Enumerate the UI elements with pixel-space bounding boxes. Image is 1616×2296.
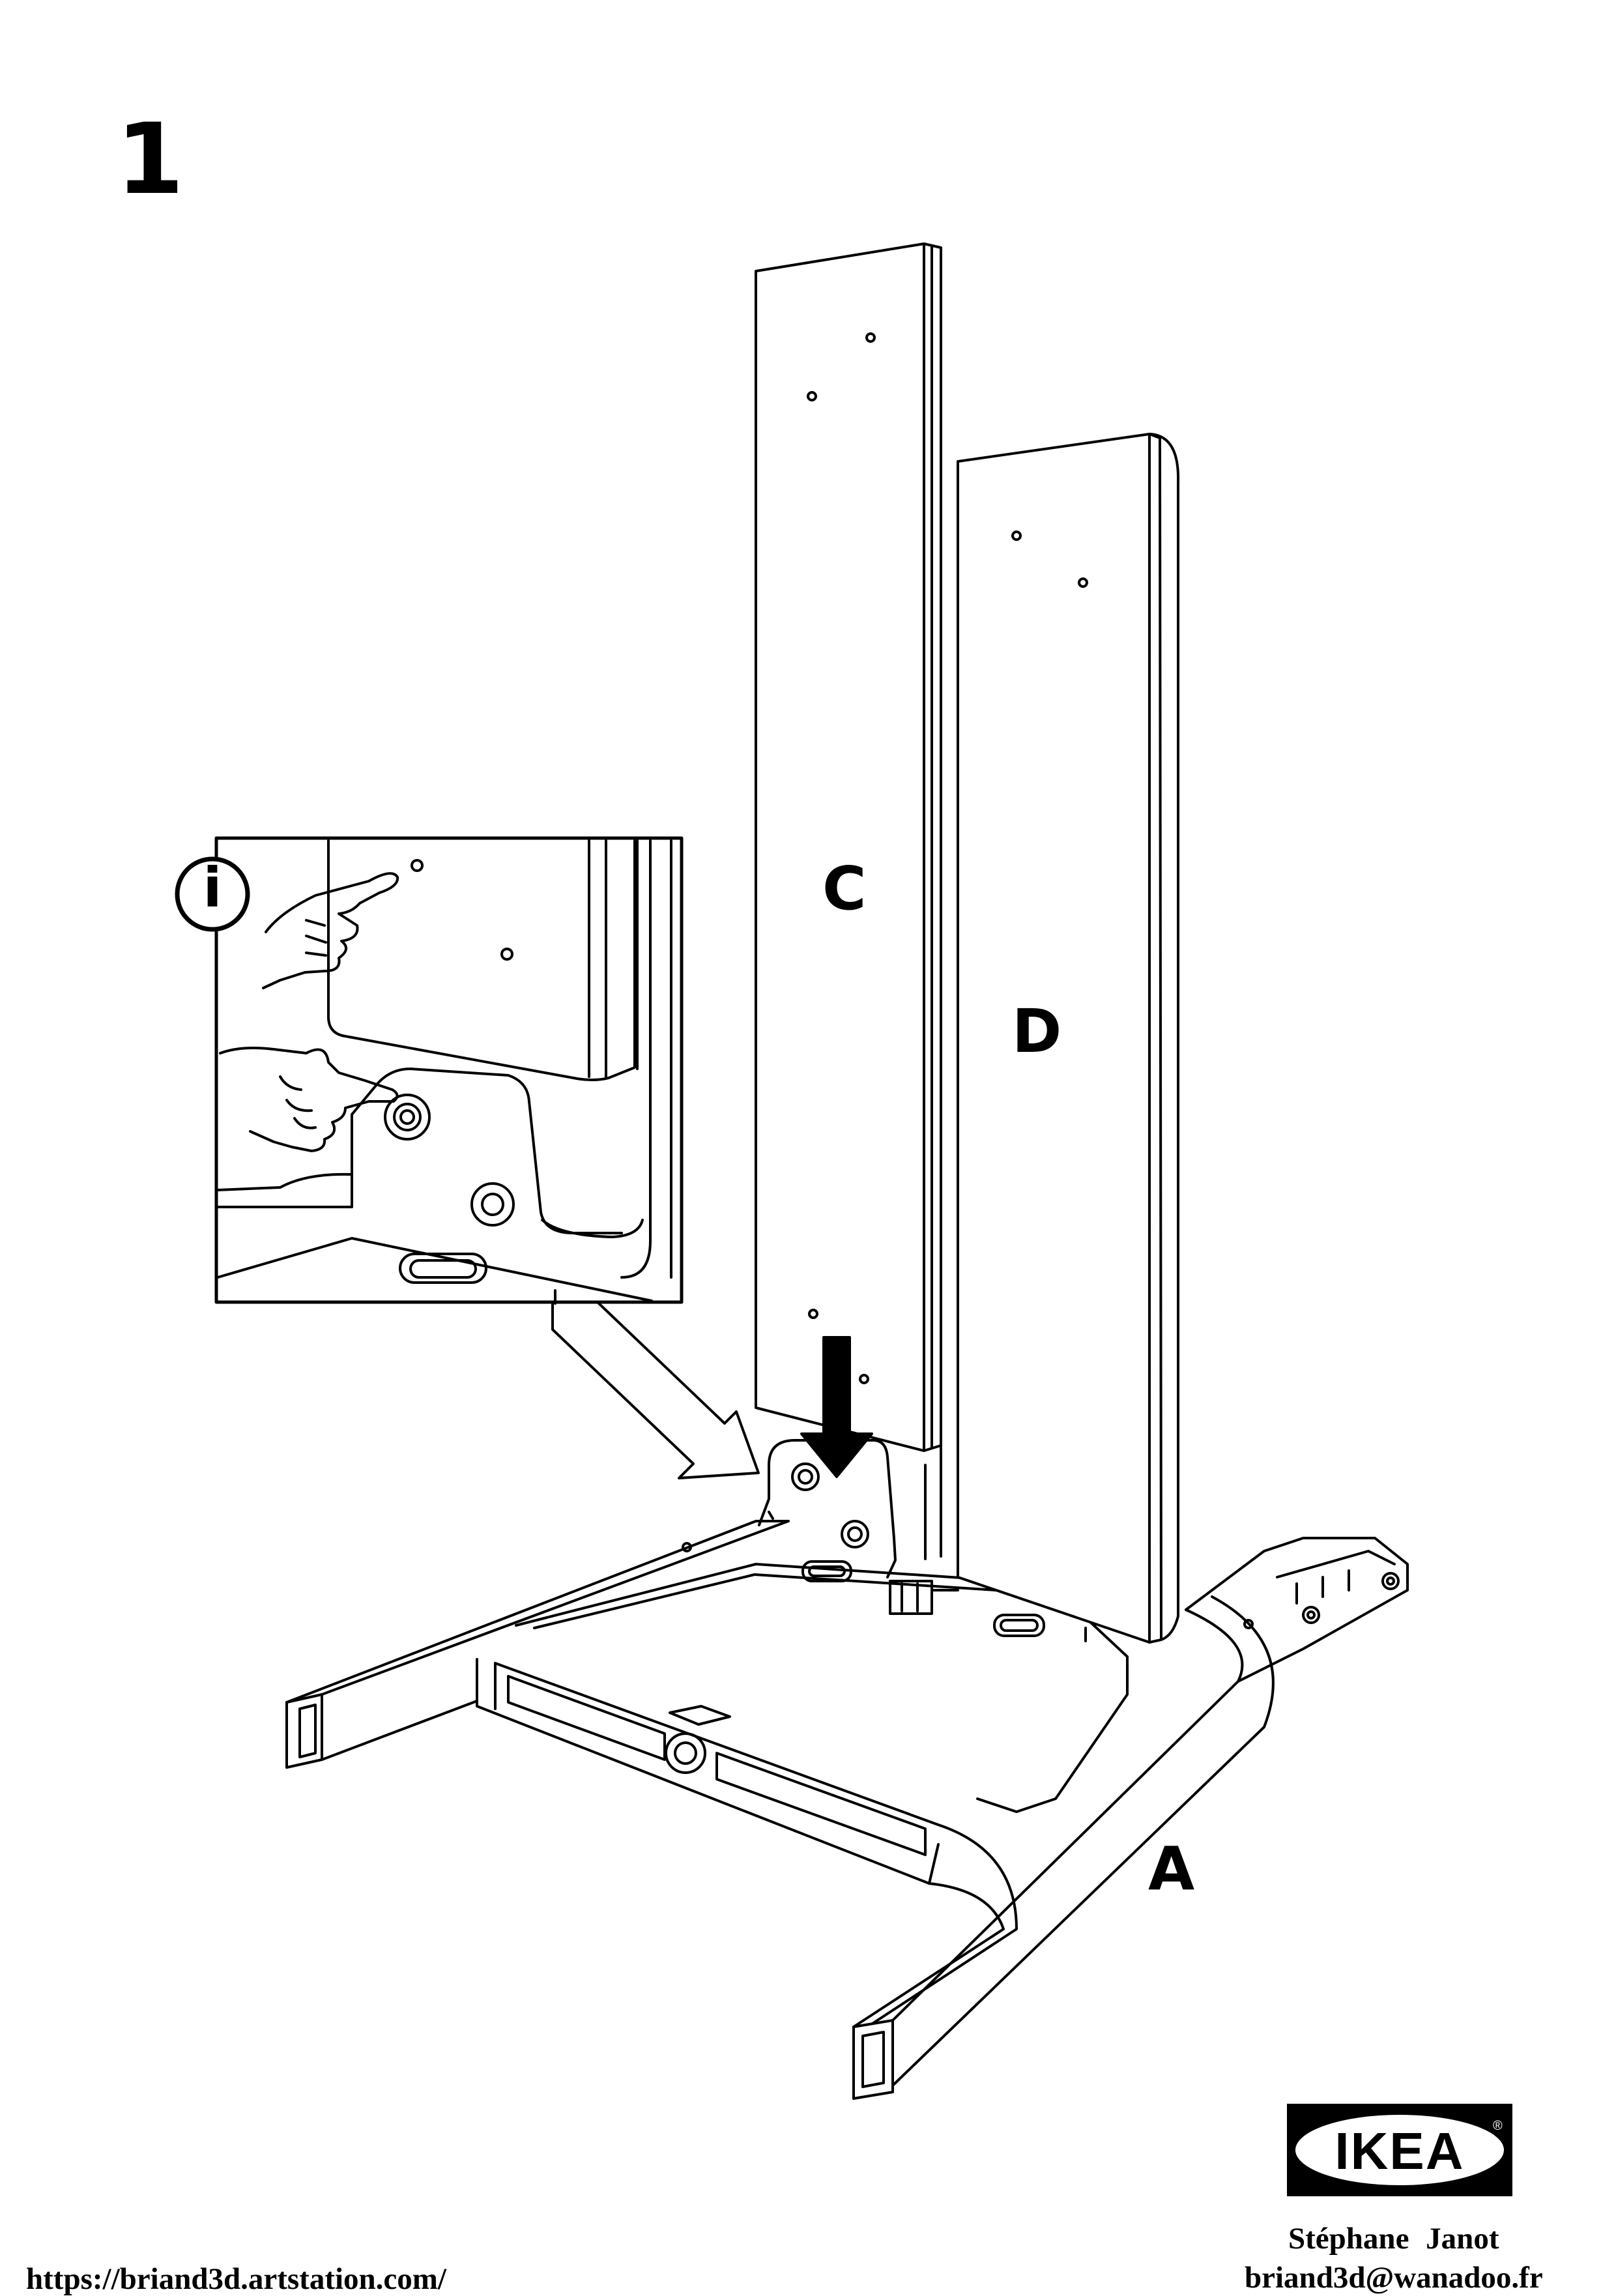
panel-c (755, 242, 942, 1560)
author-name: Stéphane Janot (1288, 2222, 1499, 2256)
part-label-a: A (1148, 1834, 1195, 1904)
info-icon-glyph: i (203, 856, 222, 920)
ikea-logo-text: IKEA (1335, 2122, 1464, 2180)
insert-direction-arrow (800, 1336, 873, 1478)
detail-inset (214, 836, 684, 1305)
author-email: briand3d@wanadoo.fr (1245, 2261, 1543, 2295)
detail-pointer-arrow (551, 1289, 760, 1479)
base-frame-a (285, 1439, 1409, 2100)
registered-mark: ® (1493, 2119, 1503, 2133)
step-number: 1 (116, 103, 184, 216)
part-label-d: D (1012, 996, 1062, 1066)
panel-d (957, 433, 1180, 1644)
website-url: https://briand3d.artstation.com/ (26, 2262, 446, 2296)
ikea-logo: IKEA ® (1287, 2104, 1512, 2196)
part-label-c: C (822, 854, 867, 923)
info-icon (175, 856, 250, 932)
